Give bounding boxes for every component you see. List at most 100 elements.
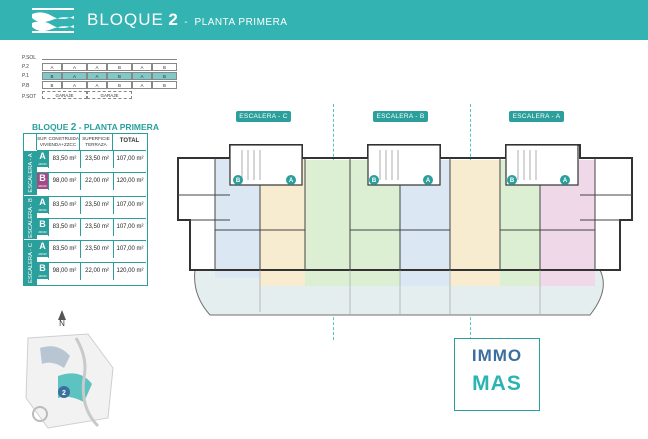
- sec-cell: B: [152, 72, 177, 80]
- type-sub: 2DOR: [38, 252, 47, 256]
- cell-construida: 83,50 m²: [48, 241, 80, 258]
- building-section-diagram: P.SOL P.2 P.1 P.B P.SOT A A A B A B B A …: [22, 55, 182, 105]
- logo-line2: MAS: [472, 372, 522, 395]
- type-sub: 2DOR: [38, 208, 47, 212]
- header-sup-terraza-line1: SUPERFICIE: [82, 136, 110, 141]
- type-letter: A: [39, 151, 46, 161]
- north-label: N: [59, 319, 65, 328]
- title-number: 2: [168, 10, 178, 29]
- type-letter: B: [39, 173, 46, 183]
- unit-badge-label: A: [289, 178, 294, 184]
- cell-terraza: 23,50 m²: [80, 151, 113, 168]
- site-road: [74, 337, 100, 428]
- table-title-number: 2: [70, 122, 77, 133]
- north-arrow-icon: [58, 310, 66, 320]
- unit-badges: [233, 175, 570, 185]
- sec-cell-garaje: GARAJE: [87, 91, 132, 99]
- sec-cell: B: [107, 72, 132, 80]
- logo-line1: IMMO: [471, 346, 523, 365]
- cell-terraza: 22,00 m²: [80, 263, 113, 280]
- escalera-c-pill: ESCALERA - C: [236, 111, 291, 122]
- page-title: BLOQUE 2 - PLANTA PRIMERA: [87, 10, 287, 30]
- escalera-c-label: ESCALERA - C: [27, 242, 34, 283]
- unit-badge-label: A: [563, 178, 568, 184]
- cell-terraza: 23,50 m²: [80, 219, 113, 236]
- level-label-p1: P.1: [22, 73, 29, 79]
- type-sub: 2DOR: [38, 184, 47, 188]
- cell-construida: 83,50 m²: [48, 151, 80, 168]
- sec-cell: A: [42, 63, 62, 71]
- header-total: TOTAL: [119, 138, 140, 144]
- block-2-label: 2: [62, 390, 66, 397]
- title-subtitle: PLANTA PRIMERA: [194, 17, 288, 28]
- sec-cell: A: [62, 72, 87, 80]
- sec-cell: A: [62, 81, 87, 89]
- type-letter: A: [39, 241, 46, 251]
- table-header-corner: [24, 134, 37, 150]
- block-2-marker: [58, 386, 70, 398]
- type-sub: 2DOR: [38, 162, 47, 166]
- section-row-p2: A A A B A B: [42, 63, 177, 71]
- sec-cell: B: [152, 81, 177, 89]
- block-1: [40, 346, 70, 368]
- cell-construida: 98,00 m²: [48, 173, 80, 190]
- cell-terraza: 23,50 m²: [80, 197, 113, 214]
- apartment-yellow: [450, 160, 500, 286]
- cell-total: 120,00 m²: [113, 263, 146, 280]
- cell-total: 107,00 m²: [113, 219, 146, 236]
- cell-total: 120,00 m²: [113, 173, 146, 190]
- sec-cell: A: [87, 81, 107, 89]
- header-sup-terraza-line2: TERRAZA: [85, 141, 107, 147]
- escalera-a-pill: ESCALERA - A: [509, 111, 564, 122]
- immo-mas-logo: IMMO MAS: [454, 338, 540, 411]
- cell-total: 107,00 m²: [113, 241, 146, 258]
- level-label-pb: P.B: [22, 83, 30, 89]
- escalera-b-label-block: ESCALERA - B: [24, 195, 37, 239]
- cell-total: 107,00 m²: [113, 151, 146, 168]
- escalera-c-label-block: ESCALERA - C: [24, 239, 37, 285]
- title-dash: -: [184, 17, 189, 28]
- level-label-psol: P.SOL: [22, 55, 37, 61]
- section-row-p1-highlighted: B A A B A B: [42, 72, 177, 80]
- cell-total: 107,00 m²: [113, 197, 146, 214]
- table-title-suffix: - PLANTA PRIMERA: [78, 122, 159, 132]
- sec-cell: B: [42, 72, 62, 80]
- roundabout: [32, 406, 48, 422]
- sec-cell: B: [107, 63, 132, 71]
- header-bar: BLOQUE 2 - PLANTA PRIMERA: [0, 0, 648, 40]
- header-sup-construida-line2: VIVIENDA+ZZCC: [39, 141, 77, 147]
- type-letter: A: [39, 197, 46, 207]
- escalera-b-label: ESCALERA - B: [27, 197, 34, 238]
- floor-plan: B A B A B A: [177, 144, 633, 316]
- cell-construida: 83,50 m²: [48, 197, 80, 214]
- unit-badge-label: B: [510, 178, 515, 184]
- brand-wave-logo: [32, 8, 74, 33]
- level-label-p2: P.2: [22, 64, 29, 70]
- section-row-pb: B A A B A B: [42, 81, 177, 89]
- type-letter: B: [39, 263, 46, 273]
- sec-cell: A: [87, 63, 107, 71]
- unit-badge-label: B: [372, 178, 377, 184]
- section-row-sotano: GARAJE GARAJE: [42, 91, 132, 99]
- header-sup-construida-line1: SUP. CONSTRUIDA: [37, 136, 79, 141]
- title-bloque: BLOQUE: [87, 10, 164, 29]
- header-sup-terraza: SUPERFICIE TERRAZA: [80, 134, 113, 150]
- sec-cell: A: [87, 72, 107, 80]
- sec-cell: B: [152, 63, 177, 71]
- type-sub: 2DOR: [38, 230, 47, 234]
- apartment-green: [305, 160, 350, 286]
- header-sup-construida: SUP. CONSTRUIDA VIVIENDA+ZZCC: [37, 134, 80, 150]
- escalera-a-label: ESCALERA - A: [27, 153, 34, 193]
- type-sub: 2DOR: [38, 274, 47, 278]
- unit-badge-label: A: [426, 178, 431, 184]
- cell-construida: 98,00 m²: [48, 263, 80, 280]
